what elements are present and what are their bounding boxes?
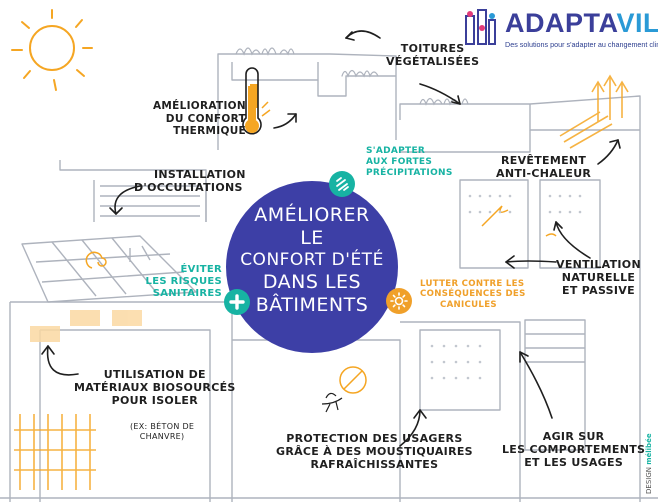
label-behaviours-line2: les comportements	[502, 443, 646, 457]
label-thermal-line1: Amélioration	[152, 100, 246, 112]
plus-cross-icon	[224, 289, 250, 315]
label-ventilation-line1: Ventilation	[556, 258, 641, 271]
center-title-line5: bâtiments	[255, 294, 369, 317]
label-mosquito-line3: rafraîchissantes	[310, 458, 439, 472]
center-title-line3: confort d'été	[240, 250, 384, 271]
label-biosourced-materials: Utilisation de matériaux biosourcés pour…	[74, 368, 236, 408]
theme-health-line3: sanitaires	[152, 288, 222, 299]
design-credit-brand: mélibée	[645, 433, 653, 465]
theme-heat-line2: conséquences des	[420, 289, 526, 300]
label-green-roofs-line2: végétalisées	[386, 55, 480, 69]
label-ventilation-line3: et passive	[562, 284, 635, 298]
label-biosourced-note: (ex: béton de chanvre)	[130, 422, 194, 441]
logo-title: ADAPTAVILLE	[505, 8, 658, 39]
label-green-roofs: Toitures végétalisées	[386, 42, 479, 68]
label-coating-line1: Revêtement	[501, 154, 587, 167]
theme-health-label: Éviter les risques sanitaires	[130, 264, 222, 300]
label-mosquito-nets: Protection des usagers grâce à des moust…	[276, 432, 473, 472]
label-behaviours-line1: Agir sur	[542, 430, 605, 443]
label-behaviours: Agir sur les comportements et les usages	[502, 430, 645, 470]
design-credit: DESIGN mélibée	[645, 433, 653, 494]
label-coating-line2: anti-chaleur	[496, 167, 592, 181]
center-circle	[226, 181, 398, 353]
theme-health-line2: les risques	[145, 276, 222, 287]
label-behaviours-line3: et les usages	[524, 456, 624, 470]
theme-heat-line1: Lutter contre les	[420, 279, 525, 289]
logo-subtitle: Des solutions pour s'adapter au changeme…	[505, 40, 658, 49]
theme-rain-line2: aux fortes	[366, 156, 433, 167]
label-biosourced-line2: matériaux biosourcés	[74, 381, 236, 395]
label-shading-line2: d'occultations	[134, 181, 243, 195]
label-anti-heat-coating: Revêtement anti-chaleur	[496, 154, 591, 180]
rain-drops-icon	[329, 171, 355, 197]
label-biosourced-note1: (ex: béton de	[130, 422, 195, 431]
label-biosourced-line3: pour isoler	[111, 394, 198, 408]
center-title-line4: dans les	[262, 271, 362, 294]
center-title-line2: le	[300, 227, 324, 250]
label-green-roofs-line1: Toitures	[400, 42, 465, 55]
label-shading-line1: Installation	[154, 168, 246, 181]
logo-symbol-icon	[465, 9, 496, 45]
center-title-line1: Améliorer	[254, 204, 370, 226]
theme-rain-line3: précipitations	[366, 167, 453, 178]
label-biosourced-note2: chanvre)	[139, 431, 185, 441]
theme-rain-label: S'adapter aux fortes précipitations	[366, 146, 453, 178]
theme-heat-label: Lutter contre les conséquences des canic…	[420, 279, 526, 310]
sun-icon	[386, 288, 412, 314]
label-biosourced-line1: Utilisation de	[103, 368, 206, 381]
label-ventilation-line2: naturelle	[561, 271, 636, 285]
label-mosquito-line1: Protection des usagers	[286, 432, 463, 445]
label-thermal-line2: du confort thermique	[165, 112, 246, 138]
theme-heat-line3: canicules	[440, 299, 497, 310]
logo-title-ville: VILLE	[616, 8, 658, 38]
logo-title-adapta: ADAPTA	[505, 8, 617, 38]
center-title: Améliorer le confort d'été dans les bâti…	[236, 204, 388, 317]
design-credit-prefix: DESIGN	[645, 467, 653, 494]
theme-health-line1: Éviter	[180, 264, 222, 275]
label-mosquito-line2: grâce à des moustiquaires	[276, 445, 473, 459]
sun-drawing	[11, 9, 93, 91]
label-thermal-comfort: Amélioration du confort thermique	[118, 100, 246, 138]
theme-rain-line1: S'adapter	[366, 146, 426, 156]
label-ventilation: Ventilation naturelle et passive	[556, 258, 641, 298]
label-shading: Installation d'occultations	[134, 168, 246, 194]
